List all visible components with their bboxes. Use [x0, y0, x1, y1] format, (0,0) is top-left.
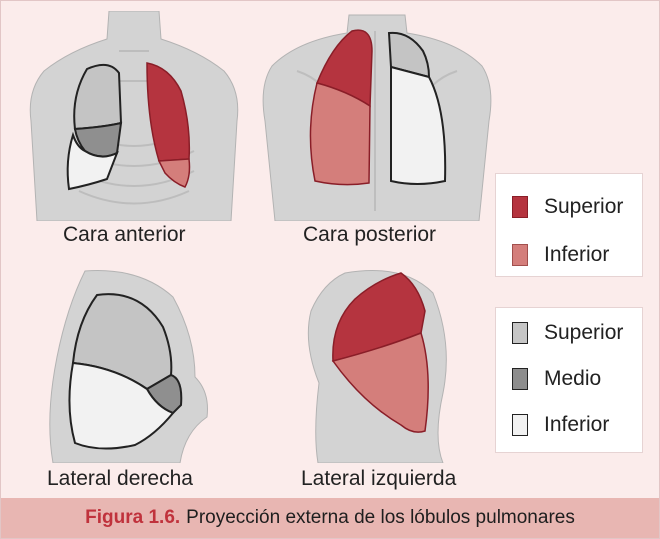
figure-caption: Figura 1.6. Proyección externa de los ló…: [1, 498, 659, 538]
view-label-lateral-right: Lateral derecha: [47, 467, 193, 491]
legend-item-left-superior: Superior: [512, 194, 623, 220]
lateral-right-view-illustration: [45, 267, 215, 463]
legend-item-right-superior: Superior: [512, 320, 623, 346]
anterior-view-illustration: [19, 11, 249, 221]
legend-item-left-inferior: Inferior: [512, 242, 609, 268]
swatch-right-middle: [512, 368, 528, 390]
legend-item-right-middle: Medio: [512, 366, 601, 392]
swatch-left-inferior: [512, 244, 528, 266]
swatch-right-inferior: [512, 414, 528, 436]
swatch-right-superior: [512, 322, 528, 344]
figure-caption-text: Proyección externa de los lóbulos pulmon…: [186, 507, 575, 529]
legend-item-right-inferior: Inferior: [512, 412, 609, 438]
legend-left-lung: Superior Inferior: [495, 173, 643, 277]
legend-right-lung: Superior Medio Inferior: [495, 307, 643, 453]
view-label-anterior: Cara anterior: [63, 223, 186, 247]
view-label-lateral-left: Lateral izquierda: [301, 467, 456, 491]
view-label-posterior: Cara posterior: [303, 223, 436, 247]
figure-caption-label: Figura 1.6.: [85, 507, 180, 529]
swatch-left-superior: [512, 196, 528, 218]
lateral-left-view-illustration: [293, 263, 463, 463]
posterior-view-illustration: [257, 11, 497, 221]
